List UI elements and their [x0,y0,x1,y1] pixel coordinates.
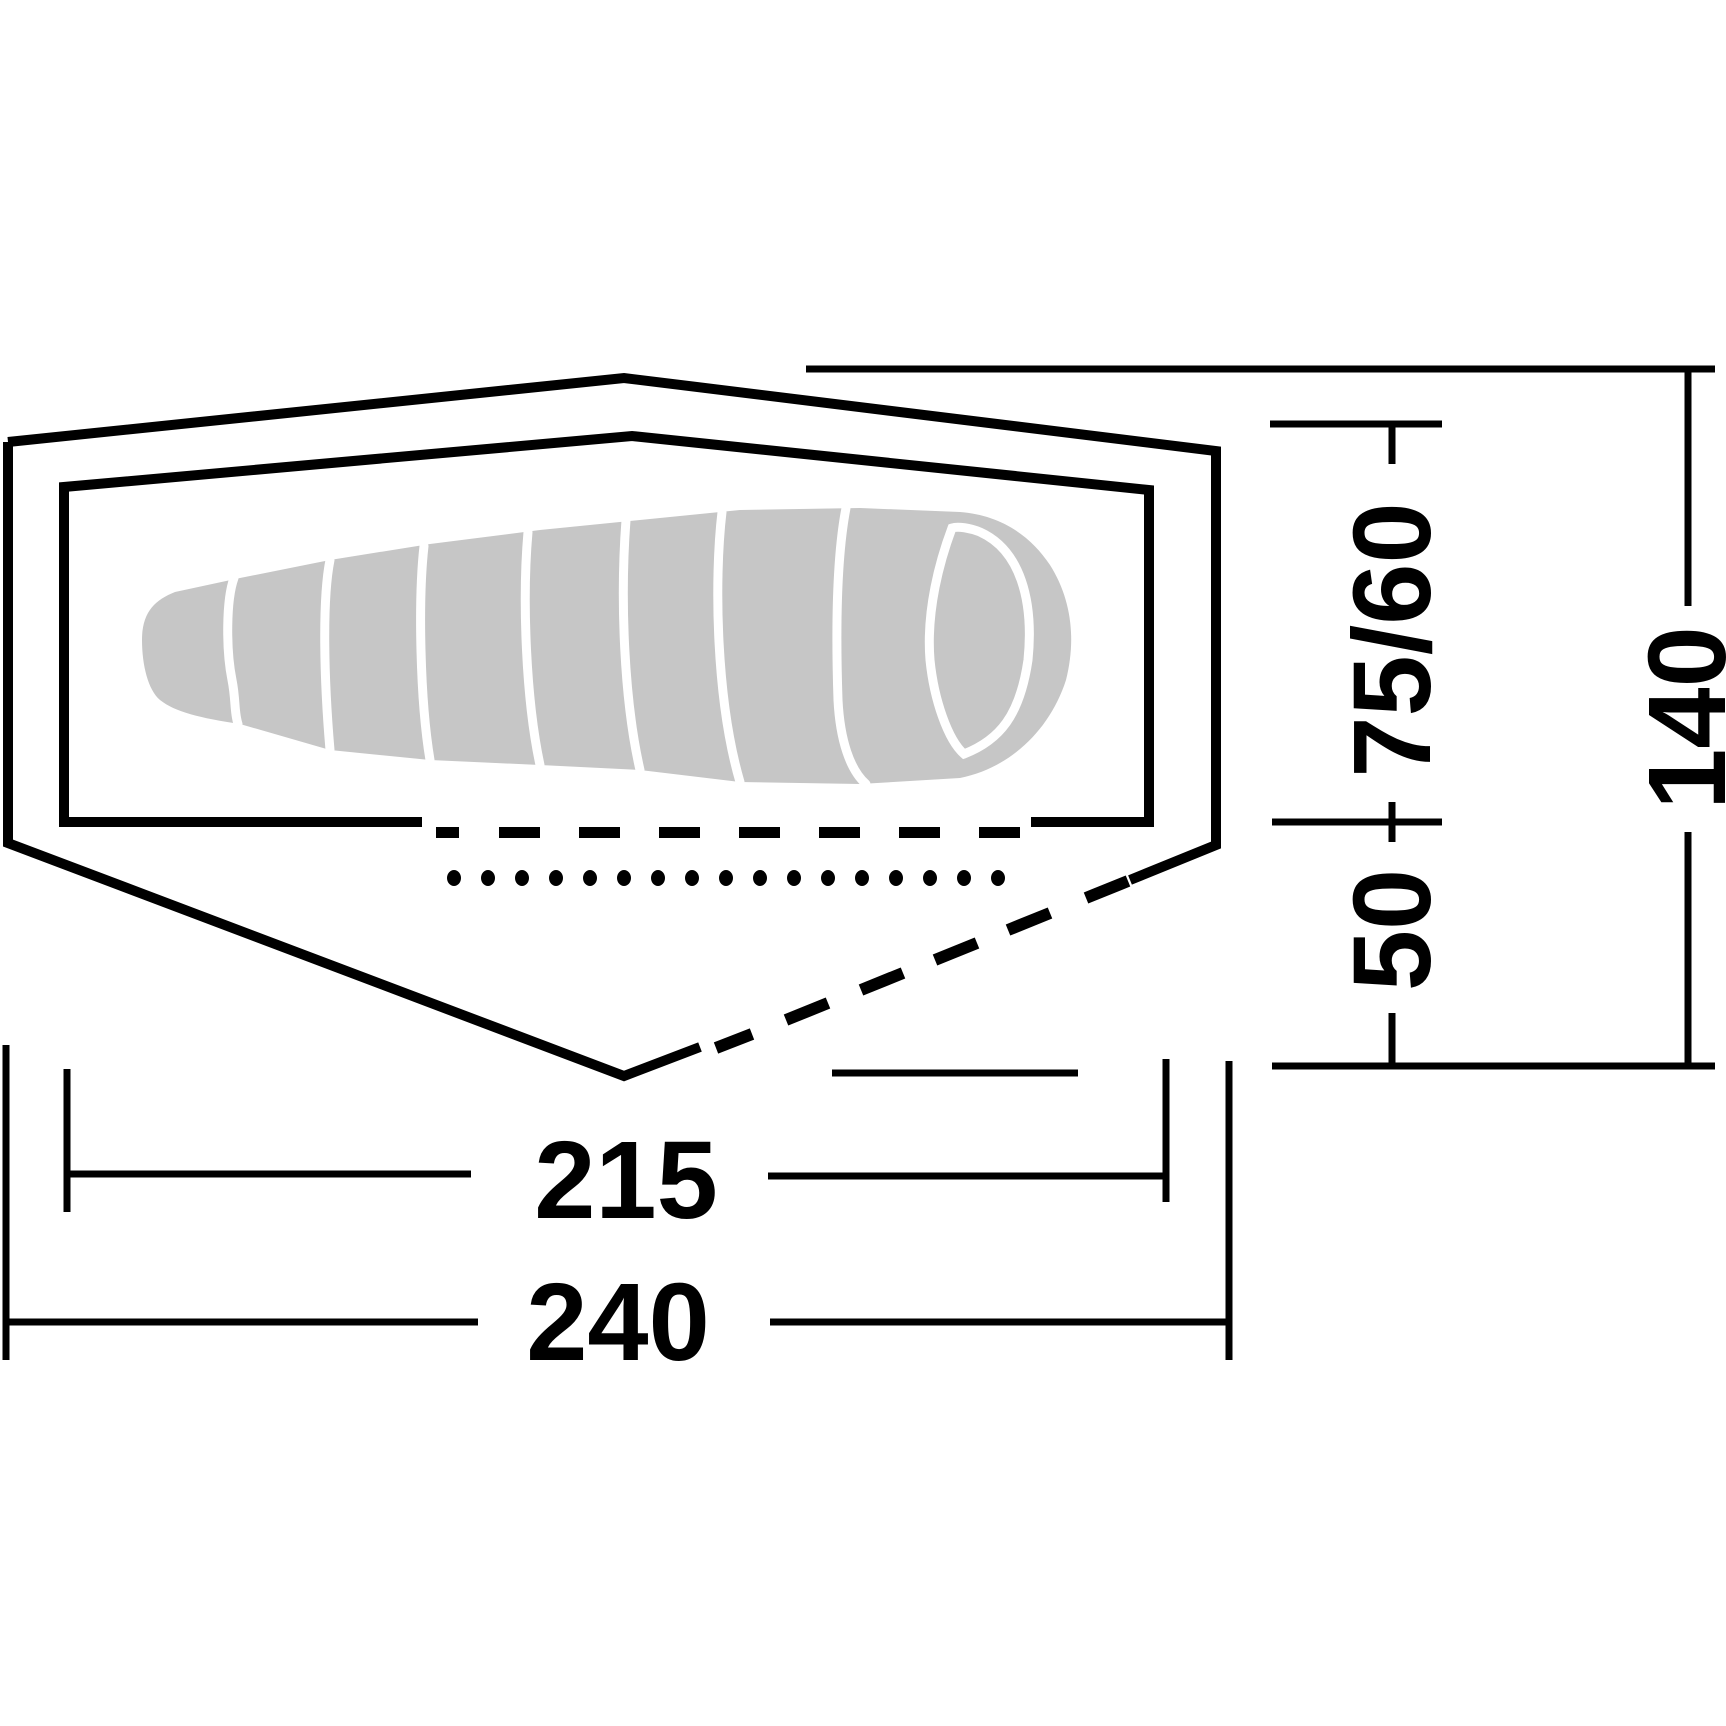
dimension-inner-length [63,1059,1170,1212]
dimension-outer-length [2,1045,1233,1360]
inner-length-label: 215 [534,1119,718,1242]
inner-tent-outline [59,430,1154,827]
vestibule-door-dashed-line [713,875,1131,1054]
outer-length-label: 240 [526,1261,710,1384]
door-dashed-line [436,827,1020,838]
dimension-total-width [806,365,1715,1066]
outer-flysheet-outline [3,372,1221,1082]
inner-width-label: 75/60 [1331,502,1454,777]
vestibule-depth-label: 50 [1331,869,1454,991]
sleeping-bag-icon [142,503,1072,789]
total-width-label: 140 [1626,626,1726,810]
dimension-inner-width [1270,420,1715,1070]
vestibule-dotted-line [447,870,1005,886]
